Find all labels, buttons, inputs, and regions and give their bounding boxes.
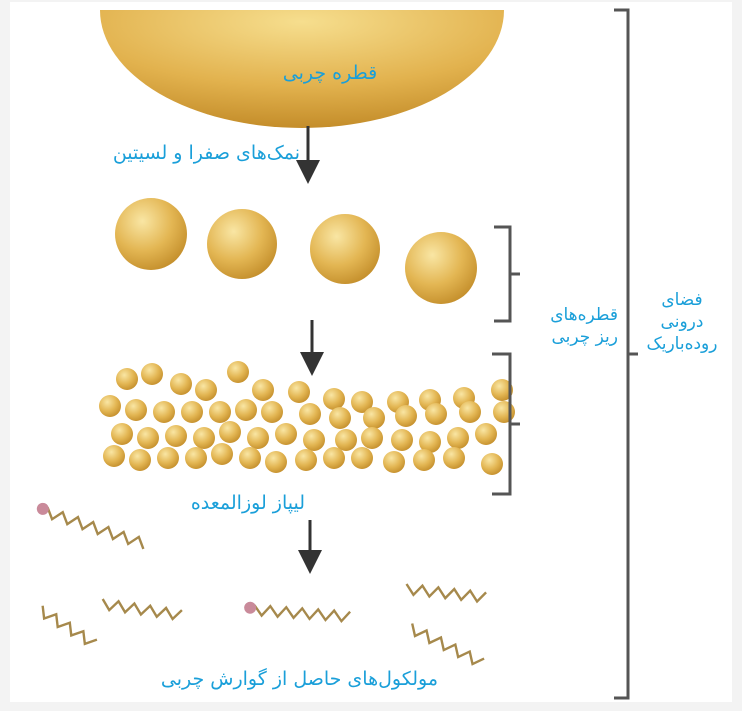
fatty-acid-chain [101,599,182,620]
tiny-droplet [116,368,138,390]
tiny-droplet [193,427,215,449]
tiny-droplet [141,363,163,385]
tiny-fat-droplets [99,361,515,475]
glycerol-head [244,601,257,614]
tiny-droplet [363,407,385,429]
medium-droplet [115,198,187,270]
tiny-droplet [211,443,233,465]
tiny-droplet [395,405,417,427]
tiny-droplet [99,395,121,417]
digestion-product-molecules [35,501,486,667]
fatty-acid-chain [408,624,484,668]
tiny-droplet [239,447,261,469]
tiny-droplet [447,427,469,449]
tiny-droplet [299,403,321,425]
medium-fat-droplets [115,198,477,304]
tiny-droplet [219,421,241,443]
tiny-droplet [185,447,207,469]
fatty-acid-chain [37,606,97,648]
tiny-droplet [493,401,515,423]
fat-digestion-diagram [10,2,732,702]
tiny-droplet [170,373,192,395]
label-pancreatic-lipase: لیپاز لوزالمعده [165,492,305,514]
tiny-droplet [335,429,357,451]
tiny-droplet [295,449,317,471]
tiny-droplet [129,449,151,471]
tiny-droplet [275,423,297,445]
tiny-droplet [227,361,249,383]
medium-droplet [310,214,380,284]
tiny-droplet [475,423,497,445]
tiny-droplet [165,425,187,447]
tiny-droplet [303,429,325,451]
fatty-acid-chain [405,584,486,602]
label-intestine-space: فضای درونی روده‌باریک [632,289,732,355]
label-digestion-products: مولکول‌های حاصل از گوارش چربی [126,668,438,690]
tiny-droplet [209,401,231,423]
tiny-droplet [443,447,465,469]
tiny-droplet [252,379,274,401]
tiny-droplet [157,447,179,469]
tiny-droplet [153,401,175,423]
tiny-droplet [137,427,159,449]
label-fat-droplet: قطره چربی [283,62,378,84]
tiny-droplet [391,429,413,451]
tiny-droplet [103,445,125,467]
tiny-droplet [329,407,351,429]
medium-droplet [405,232,477,304]
tiny-droplet [459,401,481,423]
tiny-droplet [323,447,345,469]
tiny-droplet [288,381,310,403]
tiny-droplet [265,451,287,473]
tiny-droplet [383,451,405,473]
glycerol-head [35,501,50,516]
diagram-canvas: قطره چربی نمک‌های صفرا و لسیتین قطره‌های… [10,2,732,702]
tiny-droplet [247,427,269,449]
tiny-droplet [323,388,345,410]
fatty-acid-chain [35,501,147,549]
medium-droplet [207,209,277,279]
label-small-droplets: قطره‌های ریز چربی [520,304,618,348]
tiny-droplet [111,423,133,445]
tiny-droplet [235,399,257,421]
label-bile-salts: نمک‌های صفرا و لسیتین [68,142,300,164]
tiny-droplet [351,447,373,469]
tiny-droplet [261,401,283,423]
tiny-droplet [413,449,435,471]
tiny-droplet [125,399,147,421]
tiny-droplet [361,427,383,449]
tiny-droplet [481,453,503,475]
tiny-droplet [195,379,217,401]
tiny-droplet [425,403,447,425]
fatty-acid-chain [244,601,351,621]
tiny-droplet [181,401,203,423]
